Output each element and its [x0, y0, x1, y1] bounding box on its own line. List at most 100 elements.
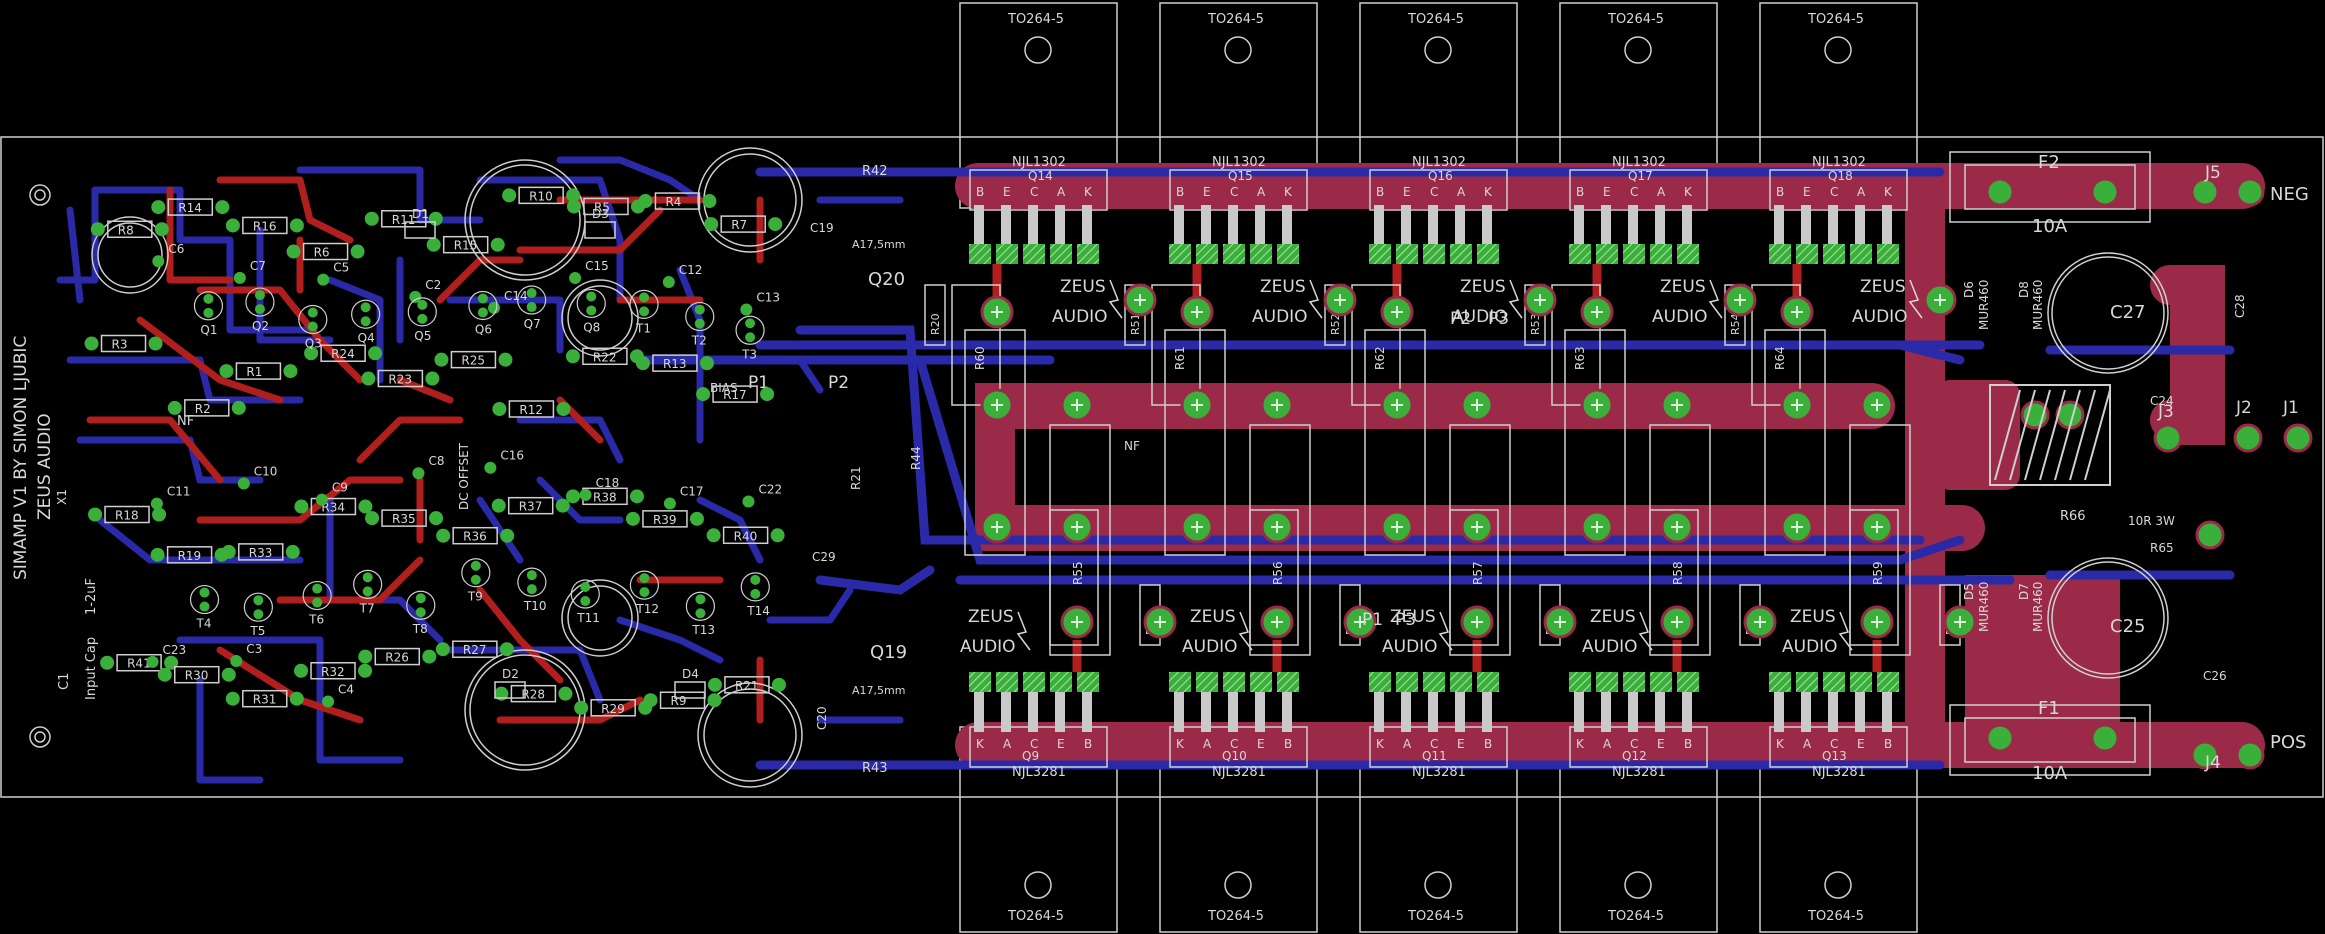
- input-diode: D3: [584, 207, 616, 239]
- input-resistor: R25: [434, 350, 513, 369]
- input-resistor: R22: [565, 347, 644, 366]
- pin-label: E: [1257, 737, 1265, 751]
- resistor-label: R13: [663, 357, 687, 371]
- q20-label: Q20: [868, 269, 905, 290]
- resistor-label: R30: [185, 669, 209, 683]
- package-label: TO264-5: [1207, 909, 1264, 924]
- input-diode: D4: [674, 667, 706, 699]
- transistor-label: Q7: [524, 317, 541, 331]
- logo-word: ZEUS: [1390, 607, 1436, 627]
- j3-label: J3: [2157, 402, 2174, 422]
- input-resistor: R38: [566, 487, 645, 506]
- pos-label: POS: [2270, 732, 2306, 753]
- resistor-label: R33: [249, 546, 273, 560]
- pin-label: E: [1857, 737, 1865, 751]
- pin-label: K: [1684, 185, 1693, 199]
- capacitor-label: C4: [338, 683, 354, 697]
- input-capacitor: C13: [740, 291, 780, 316]
- board-outline: [0, 136, 2324, 798]
- pin-label: A: [1657, 185, 1666, 199]
- resistor-label: R35: [392, 512, 416, 526]
- dc-offset-label: DC OFFSET: [457, 442, 471, 510]
- p3-label-a: P3: [1488, 309, 1509, 329]
- resistor-label: R21: [735, 679, 759, 693]
- package-label: TO264-5: [1007, 12, 1064, 27]
- resistor-label: R15: [454, 239, 478, 253]
- input-transistor: T8: [406, 590, 436, 636]
- transistor-part: NJL3281: [1812, 765, 1866, 780]
- resistor-label: R23: [388, 373, 412, 387]
- input-resistor: R31: [225, 689, 304, 708]
- input-capacitor: C10: [237, 464, 278, 490]
- capacitor-label: C15: [585, 259, 609, 273]
- diode-label: D4: [682, 667, 699, 681]
- q20-size-label: A17,5mm: [852, 238, 905, 251]
- input-transistor: T9: [461, 558, 491, 604]
- input-transistor: Q4: [351, 299, 381, 345]
- logo-word: AUDIO: [1052, 307, 1108, 327]
- transistor-label: T13: [691, 623, 715, 637]
- mounting-holes: [29, 184, 51, 748]
- capacitor-label: C12: [679, 263, 703, 277]
- input-stage-traces: [56, 156, 904, 784]
- resistor-label: R20: [929, 313, 942, 335]
- transistor-part: NJL1302: [1012, 155, 1066, 170]
- component-pads: [980, 177, 2313, 770]
- board-title: SIMAMP V1 BY SIMON LJUBIC: [11, 336, 31, 580]
- input-transistor: T11: [570, 579, 600, 625]
- transistor-label: T10: [523, 599, 547, 613]
- resistor-label: R19: [178, 549, 202, 563]
- r66-label: R66: [2060, 509, 2086, 524]
- fuse-top-ref: F2: [2038, 152, 2060, 173]
- pin-label: K: [1484, 185, 1493, 199]
- input-resistor: R11: [364, 210, 443, 228]
- transistor-label: T1: [635, 321, 651, 335]
- resistor-label: R26: [385, 651, 409, 665]
- r42-label: R42: [862, 164, 888, 179]
- diode-label: D3: [592, 207, 609, 221]
- transistor-label: Q8: [583, 320, 600, 334]
- resistor-label: R54: [1729, 313, 1742, 335]
- resistor-label: R60: [973, 346, 987, 370]
- driver-nf-label: NF: [1124, 439, 1140, 453]
- logo-word: AUDIO: [1382, 637, 1438, 657]
- input-resistor: R12: [492, 400, 571, 418]
- input-resistor: R5: [566, 197, 645, 216]
- transistor-label: Q4: [358, 331, 375, 345]
- logo-word: AUDIO: [960, 637, 1016, 657]
- input-cap-desc: Input Cap: [84, 637, 99, 700]
- bottom-layer-traces: [635, 167, 2235, 770]
- resistor-label: R39: [653, 513, 677, 527]
- input-transistor: Q1: [193, 291, 224, 337]
- pin-label: A: [1457, 185, 1466, 199]
- resistor-label: R4: [665, 195, 681, 209]
- transistor-label: Q2: [252, 319, 269, 333]
- input-resistor: R1: [219, 362, 298, 380]
- input-resistor: R7: [704, 215, 783, 233]
- emitter-resistor-top: R64: [1751, 284, 1801, 406]
- transistor-part: NJL3281: [1012, 765, 1066, 780]
- pin-label: E: [1003, 185, 1011, 199]
- pin-label: E: [1403, 185, 1411, 199]
- resistor-label: R53: [1529, 313, 1542, 335]
- input-resistor: R27: [435, 640, 514, 658]
- package-label: TO264-5: [1807, 909, 1864, 924]
- input-resistor: R9: [643, 691, 722, 709]
- logo-word: AUDIO: [1782, 637, 1838, 657]
- transistor-label: T4: [196, 617, 212, 631]
- pin-label: E: [1457, 737, 1465, 751]
- package-label: TO264-5: [1407, 909, 1464, 924]
- input-resistor: R13: [635, 354, 714, 372]
- pin-label: E: [1657, 737, 1665, 751]
- d6-label: D6: [1962, 281, 1976, 298]
- capacitor-label: C10: [254, 464, 278, 478]
- resistor-label: R52: [1329, 313, 1342, 335]
- logo-word: AUDIO: [1582, 637, 1638, 657]
